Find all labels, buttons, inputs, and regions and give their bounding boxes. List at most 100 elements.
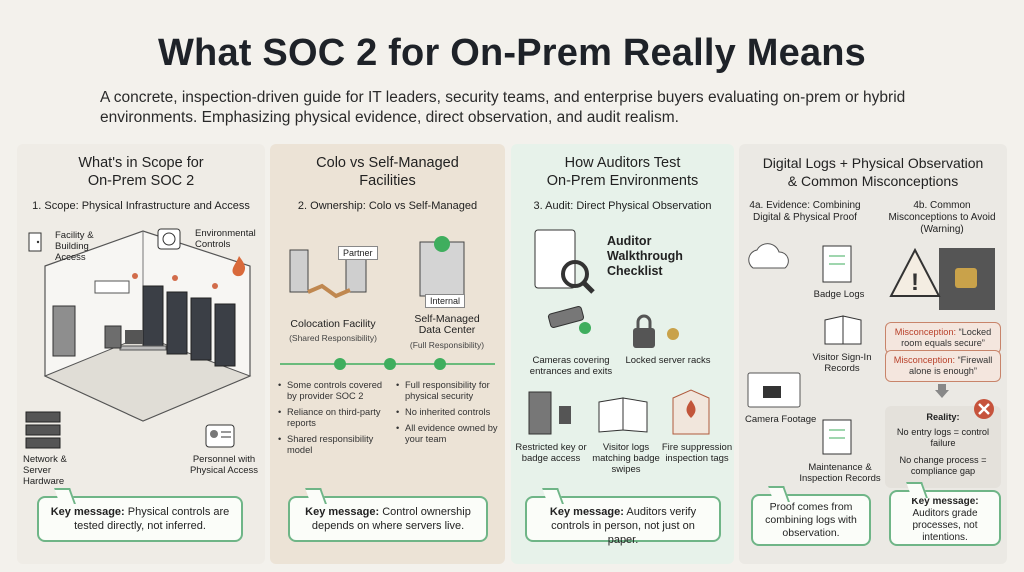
- item-cameras: Cameras covering entrances and exits: [529, 355, 613, 377]
- self-title-line2: Data Center: [418, 324, 476, 336]
- svg-text:!: !: [911, 269, 919, 296]
- maintenance-clipboard-icon: [822, 419, 852, 455]
- colo-bullet: Shared responsibility model: [278, 434, 386, 456]
- colo-bullet: Reliance on third-party reports: [278, 407, 386, 429]
- page-subtitle: A concrete, inspection-driven guide for …: [100, 89, 906, 126]
- panel-audit-section: 3. Audit: Direct Physical Observation: [533, 200, 712, 212]
- proof-message: Proof comes from combining logs with obs…: [751, 494, 871, 546]
- panel-audit-title-line1: How Auditors Test: [564, 155, 681, 171]
- item-racks: Locked server racks: [625, 355, 711, 366]
- panel-evidence-title: Digital Logs + Physical Observation & Co…: [739, 154, 1007, 190]
- reality-title: Reality:: [926, 412, 960, 422]
- self-bullet: Full responsibility for physical securit…: [396, 380, 500, 402]
- key-message-text: Auditors grade processes, not intentions…: [912, 508, 978, 543]
- checklist-magnifier-icon: [534, 229, 595, 294]
- camera-icon: [547, 306, 591, 334]
- panel-scope-title-line1: What's in Scope for: [78, 155, 204, 171]
- lock-key-icon: [633, 314, 679, 348]
- handshake-icon: [307, 283, 351, 299]
- reality-line: No entry logs = control failure: [896, 427, 990, 448]
- fire-tag-icon: [672, 389, 710, 435]
- badge-log-icon: [822, 245, 852, 283]
- misconception-text: “Firewall alone is enough”: [909, 355, 993, 376]
- reality-line: No change process = compliance gap: [899, 455, 987, 476]
- misconception-label: Misconception:: [894, 327, 957, 337]
- item-visitor: Visitor logs matching badge swipes: [592, 442, 660, 475]
- page-title: What SOC 2 for On-Prem Really Means: [157, 32, 867, 74]
- id-badge-icon: [205, 424, 235, 448]
- label-facility: Facility & Building Access: [55, 230, 94, 263]
- label-personnel: Personnel with Physical Access: [189, 454, 259, 476]
- panel-ownership-section: 2. Ownership: Colo vs Self-Managed: [297, 200, 478, 212]
- x-circle-icon: [974, 399, 994, 419]
- misconception-text: “Locked room equals secure”: [901, 327, 992, 348]
- colo-subtitle: (Shared Responsibility): [289, 333, 377, 343]
- panel-ownership-title: Colo vs Self-Managed Facilities: [270, 154, 505, 190]
- fan-icon: [157, 228, 181, 250]
- cloud-server-icon: [748, 243, 789, 269]
- item-fire: Fire suppression inspection tags: [661, 442, 733, 464]
- server-room-illustration: [43, 230, 252, 422]
- self-subtitle: (Full Responsibility): [409, 340, 485, 350]
- section-4a: 4a. Evidence: Combining Digital & Physic…: [749, 200, 861, 223]
- item-badge: Restricted key or badge access: [515, 442, 587, 464]
- internal-tag: Internal: [425, 294, 466, 308]
- label-environmental: Environmental Controls: [195, 228, 256, 250]
- datacenter-building-icon: [419, 236, 465, 297]
- self-title-line1: Self-Managed: [414, 313, 480, 325]
- panel-audit: How Auditors Test On-Prem Environments 3…: [511, 144, 734, 564]
- fire-icon: [232, 256, 246, 277]
- key-message-evidence: Key message: Auditors grade processes, n…: [889, 490, 1001, 546]
- self-title: Self-Managed Data Center: [392, 314, 502, 336]
- panel-ownership-title-line1: Colo vs Self-Managed: [316, 155, 459, 171]
- key-message-label: Key message:: [911, 496, 979, 507]
- misconception-1: Misconception: “Locked room equals secur…: [885, 322, 1001, 354]
- colo-building-icon: [289, 249, 367, 293]
- panel-scope-title: What's in Scope for On-Prem SOC 2: [17, 154, 265, 190]
- panel-ownership: Colo vs Self-Managed Facilities 2. Owner…: [270, 144, 505, 564]
- evidence-badge-logs: Badge Logs: [813, 289, 865, 300]
- camera-footage-icon: [747, 372, 801, 408]
- network-hardware-icon: [25, 411, 61, 449]
- check-divider: [280, 358, 495, 370]
- key-message-text: Physical controls are tested directly, n…: [74, 506, 230, 532]
- panel-scope: What's in Scope for On-Prem SOC 2 1. Sco…: [17, 144, 265, 564]
- sign-in-book-icon: [824, 315, 862, 345]
- panel-evidence-title-line2: & Common Misconceptions: [787, 173, 959, 189]
- key-message-text: Control ownership depends on where serve…: [311, 506, 471, 532]
- section-4b: 4b. Common Misconceptions to Avoid (Warn…: [888, 200, 996, 235]
- reality-box: Reality: No entry logs = control failure…: [885, 406, 1001, 488]
- key-message-audit: Key message: Auditors verify controls in…: [525, 496, 721, 546]
- misconception-2: Misconception: “Firewall alone is enough…: [885, 350, 1001, 382]
- evidence-maintenance: Maintenance & Inspection Records: [799, 462, 881, 484]
- key-message-label: Key message:: [305, 506, 380, 518]
- colo-title: Colocation Facility: [290, 318, 376, 330]
- label-network: Network & Server Hardware: [23, 454, 67, 487]
- key-message-scope: Key message: Physical controls are teste…: [37, 496, 243, 542]
- panel-scope-title-line2: On-Prem SOC 2: [87, 173, 195, 189]
- evidence-visitor: Visitor Sign-In Records: [812, 352, 872, 374]
- evidence-camera: Camera Footage: [745, 414, 817, 425]
- key-message-ownership: Key message: Control ownership depends o…: [288, 496, 488, 542]
- key-message-label: Key message:: [549, 506, 624, 518]
- key-message-text: Auditors verify controls in person, not …: [551, 506, 697, 546]
- panel-scope-section: 1. Scope: Physical Infrastructure and Ac…: [32, 200, 250, 212]
- self-bullet: No inherited controls: [396, 407, 500, 418]
- self-bullets: Full responsibility for physical securit…: [396, 380, 500, 450]
- key-message-label: Key message:: [50, 506, 125, 518]
- down-arrow-icon: [935, 384, 949, 398]
- panel-audit-title: How Auditors Test On-Prem Environments: [511, 154, 734, 190]
- warning-lock-icon: !: [889, 247, 995, 310]
- visitor-log-icon: [598, 397, 648, 433]
- badge-door-icon: [528, 391, 571, 435]
- self-bullet: All evidence owned by your team: [396, 423, 500, 445]
- panel-evidence: Digital Logs + Physical Observation & Co…: [739, 144, 1007, 564]
- checklist-label: Auditor Walkthrough Checklist: [607, 234, 683, 278]
- misconception-label: Misconception:: [893, 355, 955, 365]
- partner-tag: Partner: [338, 246, 378, 260]
- colo-bullets: Some controls covered by provider SOC 2 …: [278, 380, 386, 461]
- colo-bullet: Some controls covered by provider SOC 2: [278, 380, 386, 402]
- panel-evidence-title-line1: Digital Logs + Physical Observation: [762, 155, 984, 171]
- panel-audit-title-line2: On-Prem Environments: [546, 173, 699, 189]
- panel-ownership-title-line2: Facilities: [359, 173, 416, 189]
